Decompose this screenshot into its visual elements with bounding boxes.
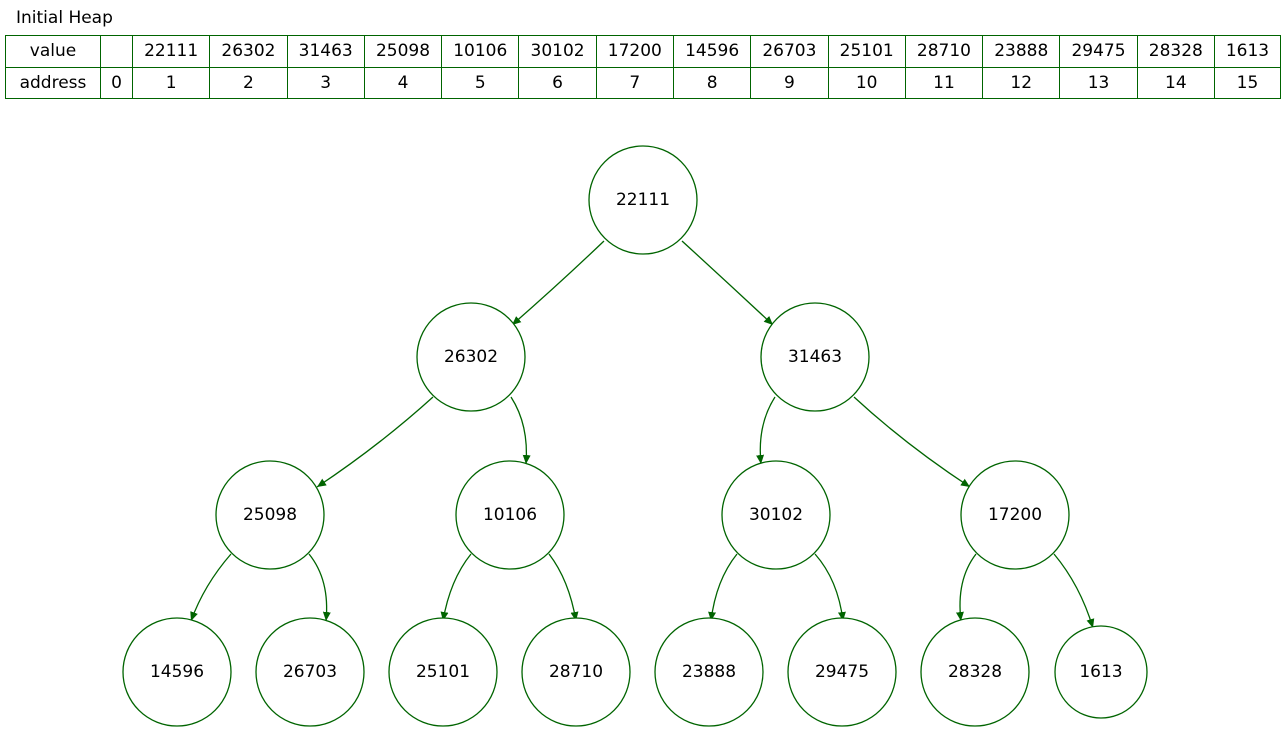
tree-node: 26302 bbox=[416, 302, 526, 412]
tree-node: 28328 bbox=[920, 617, 1030, 727]
address-cell: 15 bbox=[1214, 66, 1281, 99]
tree-node-label: 10106 bbox=[483, 505, 537, 525]
tree-edge bbox=[511, 240, 605, 326]
tree-node-label: 28710 bbox=[549, 662, 603, 682]
diagram-title: Initial Heap bbox=[16, 8, 113, 28]
tree-node: 31463 bbox=[760, 302, 870, 412]
tree-node-label: 14596 bbox=[150, 662, 204, 682]
tree-node: 22111 bbox=[588, 145, 698, 255]
tree-node: 25101 bbox=[388, 617, 498, 727]
address-cell: 5 bbox=[441, 66, 520, 99]
tree-edge bbox=[316, 396, 434, 488]
tree-node: 1613 bbox=[1054, 625, 1148, 719]
tree-node-label: 26302 bbox=[444, 347, 498, 367]
tree-edge bbox=[548, 553, 579, 622]
value-row: value 22111 26302 31463 25098 10106 3010… bbox=[5, 35, 1281, 68]
address-cell: 9 bbox=[750, 66, 829, 99]
tree-node-label: 22111 bbox=[616, 190, 670, 210]
value-cell: 26302 bbox=[209, 35, 288, 68]
tree-node-label: 17200 bbox=[988, 505, 1042, 525]
address-cell: 12 bbox=[982, 66, 1061, 99]
value-row-label: value bbox=[5, 35, 101, 68]
tree-node: 23888 bbox=[654, 617, 764, 727]
tree-node-label: 28328 bbox=[948, 662, 1002, 682]
address-cell: 2 bbox=[209, 66, 288, 99]
tree-node: 28710 bbox=[521, 617, 631, 727]
tree-node-label: 25101 bbox=[416, 662, 470, 682]
tree-node-label: 23888 bbox=[682, 662, 736, 682]
tree-node-label: 29475 bbox=[815, 662, 869, 682]
address-row: address 0 1 2 3 4 5 6 7 8 9 10 11 12 13 … bbox=[5, 66, 1281, 99]
tree-node: 25098 bbox=[215, 460, 325, 570]
value-cell: 25101 bbox=[827, 35, 906, 68]
tree-edge bbox=[814, 553, 846, 622]
tree-node-label: 25098 bbox=[243, 505, 297, 525]
address-cell: 7 bbox=[595, 66, 674, 99]
value-cell: 26703 bbox=[750, 35, 829, 68]
tree-node-label: 30102 bbox=[749, 505, 803, 525]
address-cell: 8 bbox=[672, 66, 752, 99]
tree-node-label: 31463 bbox=[788, 347, 842, 367]
tree-edge bbox=[756, 396, 776, 465]
address-cell: 11 bbox=[904, 66, 984, 99]
tree-edge bbox=[440, 553, 472, 622]
tree-node-label: 1613 bbox=[1079, 662, 1122, 682]
address-cell: 1 bbox=[131, 66, 211, 99]
address-cell: 6 bbox=[518, 66, 597, 99]
value-cell: 28328 bbox=[1136, 35, 1216, 68]
tree-edge bbox=[190, 553, 232, 622]
heap-array-table: value 22111 26302 31463 25098 10106 3010… bbox=[5, 35, 1281, 99]
tree-edges bbox=[190, 240, 1095, 629]
tree-edge bbox=[308, 553, 331, 622]
tree-edge bbox=[708, 553, 738, 622]
value-cell: 29475 bbox=[1059, 35, 1138, 68]
value-cell: 23888 bbox=[982, 35, 1061, 68]
tree-node: 29475 bbox=[787, 617, 897, 727]
tree-node: 14596 bbox=[122, 617, 232, 727]
tree-edge bbox=[681, 240, 774, 326]
tree-node-label: 26703 bbox=[283, 662, 337, 682]
tree-node: 17200 bbox=[960, 460, 1070, 570]
address-cell: 14 bbox=[1136, 66, 1216, 99]
tree-nodes: 22111 26302 31463 25098 10106 30102 1720… bbox=[122, 145, 1148, 727]
tree-edge bbox=[510, 396, 531, 465]
value-cell: 30102 bbox=[518, 35, 597, 68]
tree-node: 10106 bbox=[455, 460, 565, 570]
value-cell: 1613 bbox=[1214, 35, 1281, 68]
tree-edge bbox=[853, 396, 971, 488]
value-cell: 14596 bbox=[672, 35, 752, 68]
tree-node: 26703 bbox=[255, 617, 365, 727]
address-cell: 4 bbox=[363, 66, 443, 99]
value-cell: 17200 bbox=[595, 35, 674, 68]
address-row-label: address bbox=[5, 66, 101, 99]
address-cell: 13 bbox=[1059, 66, 1138, 99]
tree-edge bbox=[1053, 553, 1095, 629]
address-cell: 10 bbox=[827, 66, 906, 99]
value-cell: 10106 bbox=[441, 35, 520, 68]
tree-node: 30102 bbox=[721, 460, 831, 570]
tree-edge bbox=[955, 553, 977, 622]
